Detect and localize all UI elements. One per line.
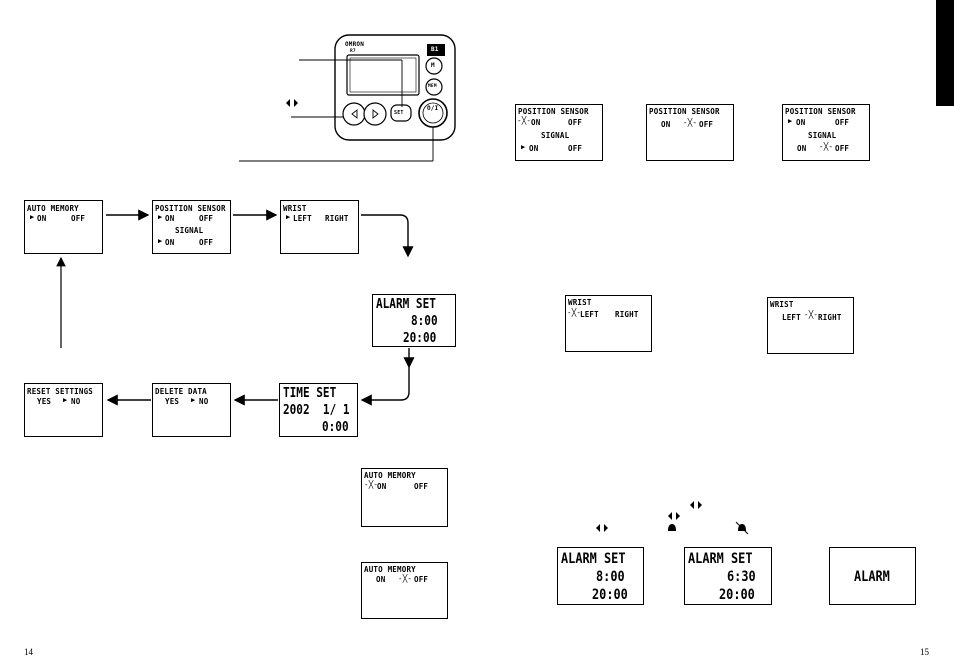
screen-position-example-3: POSITION SENSOR ▶ ON OFF SIGNAL ON -╳- O… — [782, 104, 870, 161]
section-tab — [936, 0, 954, 106]
screen-reset-settings: RESET SETTINGS YES ▶ NO — [24, 383, 103, 437]
device-m-button: M — [431, 62, 435, 69]
device-model: R7 — [350, 49, 356, 54]
device-badge: B1 — [431, 46, 439, 53]
screen-alarm-set: ALARM SET 8:00 20:00 — [372, 294, 456, 347]
page-number-left: 14 — [24, 647, 33, 657]
screen-time-set: TIME SET 2002 1/ 1 0:00 — [279, 383, 358, 437]
screen-auto-memory-example-off: AUTO MEMORY ON -╳- OFF — [361, 562, 448, 619]
screen-alarm-example-1: ALARM SET 8:00 20:00 — [557, 547, 644, 605]
screen-wrist-example-right: WRIST LEFT -╳- RIGHT — [767, 297, 854, 354]
device-brand: OMRON — [345, 41, 365, 48]
device-power-button: O/I — [427, 105, 439, 112]
screen-alarm-example-2: ALARM SET 6:30 20:00 — [684, 547, 772, 605]
page-number-right: 15 — [920, 647, 929, 657]
screen-position-example-2: POSITION SENSOR ON -╳- OFF — [646, 104, 734, 161]
device-mem-button: MEM — [428, 84, 437, 89]
screen-wrist: WRIST ▶ LEFT RIGHT — [280, 200, 359, 254]
screen-delete-data: DELETE DATA YES ▶ NO — [152, 383, 231, 437]
screen-wrist-example-left: WRIST -╳- LEFT RIGHT — [565, 295, 652, 352]
screen-position-example-1: POSITION SENSOR -╳- ON OFF SIGNAL ▶ ON O… — [515, 104, 603, 161]
device-set-button: SET — [394, 110, 404, 116]
screen-auto-memory: AUTO MEMORY ▶ ON OFF — [24, 200, 103, 254]
monitor-device-drawing — [334, 34, 456, 141]
screen-auto-memory-example-on: AUTO MEMORY -╳- ON OFF — [361, 468, 448, 527]
screen-position-sensor: POSITION SENSOR ▶ ON OFF SIGNAL ▶ ON OFF — [152, 200, 231, 254]
screen-alarm-example-3: ALARM — [829, 547, 916, 605]
